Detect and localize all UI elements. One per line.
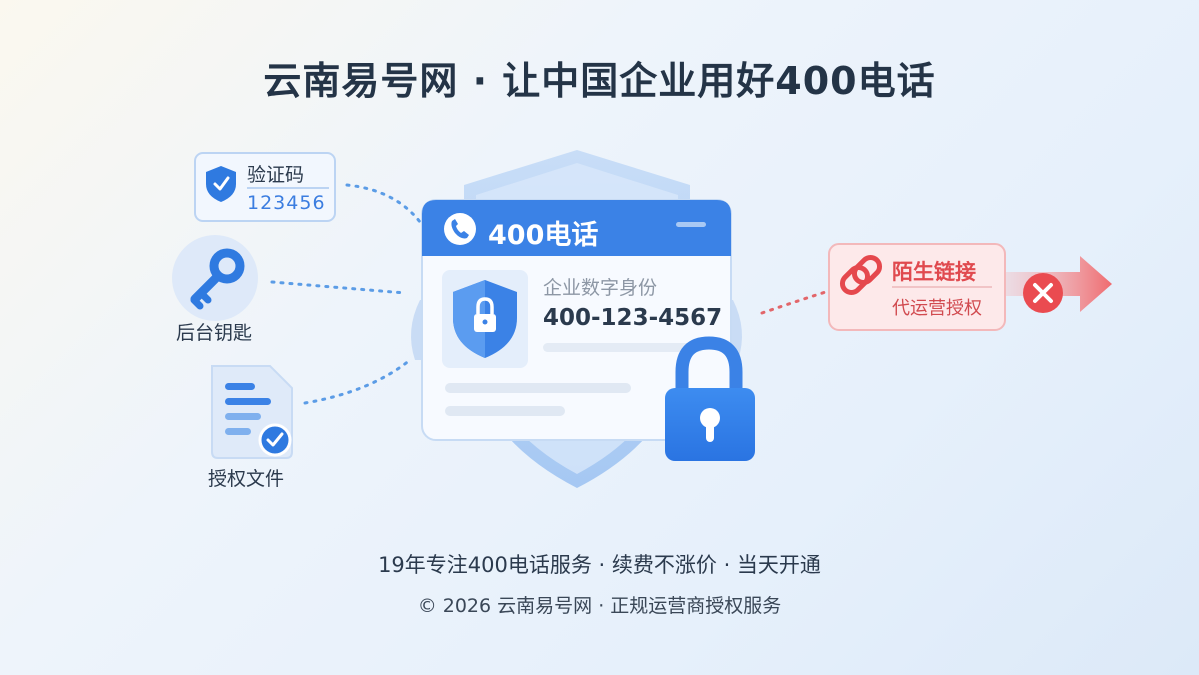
- document-check-icon: [211, 365, 293, 459]
- warning-subtitle: 代运营授权: [892, 298, 982, 319]
- shield-lock-icon: [453, 280, 517, 358]
- card-title: 400电话: [488, 220, 599, 251]
- shield-check-icon: [206, 166, 236, 202]
- padlock-icon: [665, 336, 755, 461]
- close-circle-icon: [1023, 273, 1063, 313]
- key-icon: [172, 235, 258, 321]
- card-phone-number: 400-123-4567: [543, 305, 723, 331]
- footer-copyright: © 2026 云南易号网 · 正规运营商授权服务: [417, 595, 782, 617]
- auth-file-label: 授权文件: [208, 468, 285, 490]
- footer-tagline: 19年专注400电话服务 · 续费不涨价 · 当天开通: [378, 553, 821, 577]
- link-icon: [839, 254, 883, 296]
- verify-badge-code: 123456: [247, 192, 326, 214]
- verify-badge-title: 验证码: [247, 164, 305, 186]
- warning-title: 陌生链接: [892, 260, 976, 284]
- backend-key-label: 后台钥匙: [176, 322, 253, 344]
- connector-lines: [270, 183, 422, 405]
- page-title: 云南易号网 · 让中国企业用好400电话: [263, 59, 936, 103]
- phone-icon: [444, 213, 476, 245]
- card-subtitle: 企业数字身份: [543, 277, 658, 299]
- danger-connector: [760, 288, 834, 315]
